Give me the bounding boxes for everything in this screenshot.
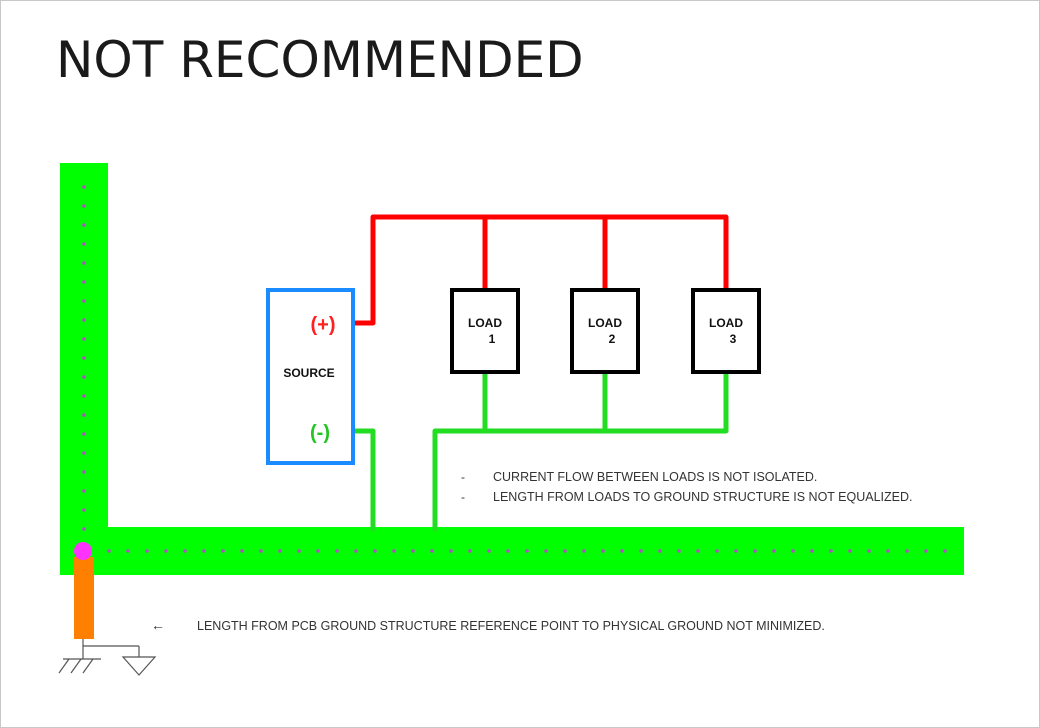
via-dot — [82, 242, 86, 246]
via-dot — [468, 549, 472, 553]
note-1-bullet: - — [461, 470, 465, 484]
via-dot — [886, 549, 890, 553]
source-label: SOURCE — [283, 366, 334, 380]
left-arrow-icon: ← — [151, 617, 165, 633]
via-dot — [164, 549, 168, 553]
load-2-number: 2 — [609, 332, 616, 346]
via-dot — [392, 549, 396, 553]
load-1-number: 1 — [489, 332, 496, 346]
load-3: LOAD 3 — [691, 288, 761, 374]
via-dot — [810, 549, 814, 553]
via-dot — [487, 549, 491, 553]
via-dot — [297, 549, 301, 553]
via-dot — [411, 549, 415, 553]
via-dot — [753, 549, 757, 553]
via-dot — [82, 185, 86, 189]
via-dot — [506, 549, 510, 553]
via-dot — [82, 318, 86, 322]
via-dot — [373, 549, 377, 553]
via-dot — [639, 549, 643, 553]
via-dot — [82, 432, 86, 436]
source-plus-label: (+) — [311, 314, 336, 336]
via-dot — [82, 337, 86, 341]
via-dot — [82, 508, 86, 512]
via-dot — [82, 489, 86, 493]
via-dot — [183, 549, 187, 553]
via-dot — [924, 549, 928, 553]
via-dot — [582, 549, 586, 553]
ground-strap — [74, 557, 94, 639]
via-dot — [82, 223, 86, 227]
via-dot — [354, 549, 358, 553]
via-dot — [82, 413, 86, 417]
via-dot — [620, 549, 624, 553]
via-dot — [145, 549, 149, 553]
via-dot — [335, 549, 339, 553]
positive-wire — [351, 214, 729, 326]
load-3-number: 3 — [730, 332, 737, 346]
via-dot — [82, 356, 86, 360]
via-dot — [278, 549, 282, 553]
reference-point — [74, 542, 92, 560]
via-dot — [734, 549, 738, 553]
via-dot — [82, 451, 86, 455]
via-dot — [601, 549, 605, 553]
note-2: LENGTH FROM LOADS TO GROUND STRUCTURE IS… — [493, 490, 913, 504]
source-box — [266, 288, 355, 465]
via-dot — [82, 394, 86, 398]
ground-symbol-icons — [58, 639, 157, 676]
ground-via-dots — [82, 185, 947, 553]
negative-wire — [351, 370, 729, 532]
load-2: LOAD 2 — [570, 288, 640, 374]
load-1: LOAD 1 — [450, 288, 520, 374]
via-dot — [221, 549, 225, 553]
via-dot — [240, 549, 244, 553]
ground-plane-vertical — [60, 163, 108, 573]
via-dot — [563, 549, 567, 553]
via-dot — [449, 549, 453, 553]
via-dot — [82, 280, 86, 284]
via-dot — [658, 549, 662, 553]
via-dot — [696, 549, 700, 553]
via-dot — [791, 549, 795, 553]
via-dot — [677, 549, 681, 553]
via-dot — [82, 261, 86, 265]
load-3-label: LOAD — [709, 316, 743, 330]
via-dot — [107, 549, 111, 553]
ground-plane-horizontal — [60, 527, 964, 575]
via-dot — [82, 375, 86, 379]
source-minus-label: (-) — [310, 422, 330, 444]
via-dot — [430, 549, 434, 553]
via-dot — [715, 549, 719, 553]
via-dot — [772, 549, 776, 553]
via-dot — [259, 549, 263, 553]
via-dot — [544, 549, 548, 553]
note-1: CURRENT FLOW BETWEEN LOADS IS NOT ISOLAT… — [493, 470, 817, 484]
ground-note-text: LENGTH FROM PCB GROUND STRUCTURE REFEREN… — [197, 619, 825, 633]
via-dot — [525, 549, 529, 553]
via-dot — [316, 549, 320, 553]
via-dot — [126, 549, 130, 553]
slide-title: NOT RECOMMENDED — [56, 31, 584, 89]
via-dot — [867, 549, 871, 553]
via-dot — [82, 527, 86, 531]
via-dot — [905, 549, 909, 553]
via-dot — [82, 470, 86, 474]
via-dot — [82, 299, 86, 303]
via-dot — [829, 549, 833, 553]
note-2-bullet: - — [461, 490, 465, 504]
via-dot — [943, 549, 947, 553]
via-dot — [202, 549, 206, 553]
via-dot — [848, 549, 852, 553]
load-2-label: LOAD — [588, 316, 622, 330]
load-1-label: LOAD — [468, 316, 502, 330]
via-dot — [82, 204, 86, 208]
